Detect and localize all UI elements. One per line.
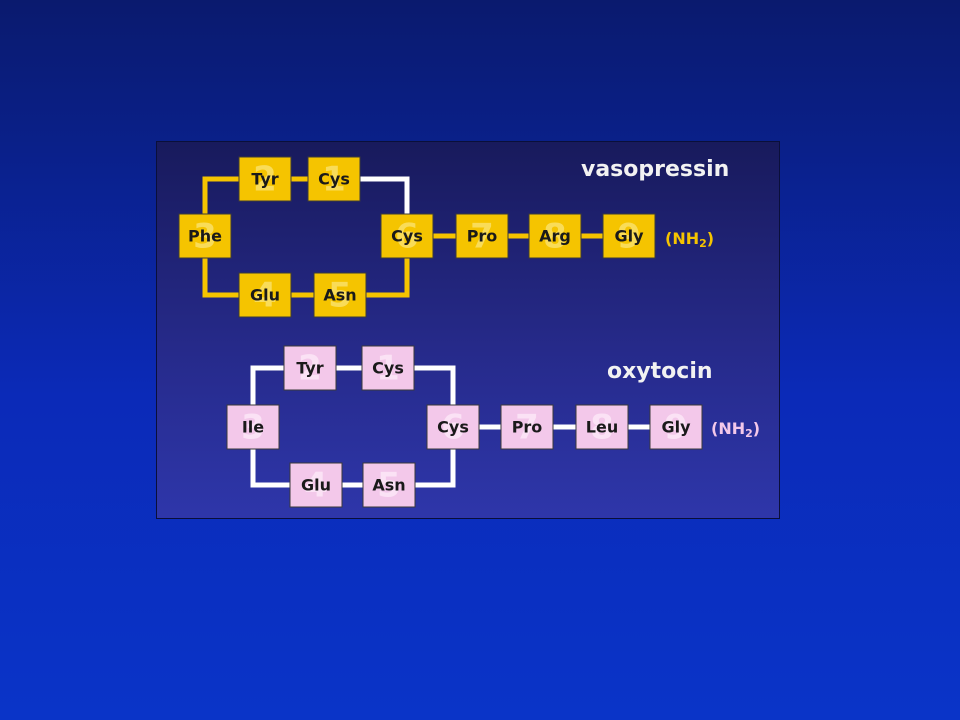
residue-number: 6 [441, 408, 465, 448]
residue-box [178, 213, 232, 259]
residue-box [226, 404, 280, 450]
residue-number: 3 [241, 408, 265, 448]
residue-number: 1 [322, 160, 346, 200]
residue-label: Tyr [296, 359, 323, 378]
residue-number: 2 [298, 349, 322, 389]
residue-label: Glu [250, 286, 280, 305]
residue-box [455, 213, 509, 259]
residue-box [313, 272, 367, 318]
residue-label: Phe [188, 227, 222, 246]
residue-number: 2 [253, 160, 277, 200]
residue-box [380, 213, 434, 259]
residue-number: 8 [543, 217, 567, 257]
residue-label: Glu [301, 476, 331, 495]
residue-label: Gly [614, 227, 644, 246]
residue-number: 7 [515, 408, 539, 448]
residue-label: Tyr [251, 170, 278, 189]
residue-box [528, 213, 582, 259]
terminal-close: ) [707, 229, 714, 248]
residue-label: Ile [242, 418, 264, 437]
residue-number: 5 [328, 276, 352, 316]
residue-box [362, 462, 416, 508]
residue-box [500, 404, 554, 450]
residue-label: Arg [539, 227, 571, 246]
residue-box [602, 213, 656, 259]
residue-number: 9 [617, 217, 641, 257]
residue-box [283, 345, 337, 391]
residue-number: 1 [376, 349, 400, 389]
terminal-label: (NH [665, 229, 699, 248]
terminal-subscript: 2 [699, 237, 707, 250]
residue-box [238, 272, 292, 318]
terminal-amide-label: (NH2) [665, 229, 714, 251]
residue-label: Cys [372, 359, 404, 378]
residue-number: 3 [193, 217, 217, 257]
residue-number: 4 [304, 466, 328, 506]
residue-label: Cys [437, 418, 469, 437]
residue-box [238, 156, 292, 202]
residue-box [289, 462, 343, 508]
residue-number: 7 [470, 217, 494, 257]
residue-label: Cys [391, 227, 423, 246]
residue-box [426, 404, 480, 450]
residue-label: Cys [318, 170, 350, 189]
residue-number: 4 [253, 276, 277, 316]
residue-label: Asn [323, 286, 356, 305]
terminal-subscript: 2 [745, 427, 753, 440]
residue-box [307, 156, 361, 202]
residue-label: Pro [512, 418, 543, 437]
residue-label: Pro [467, 227, 498, 246]
terminal-label: (NH [711, 419, 745, 438]
terminal-amide-label: (NH2) [711, 419, 760, 441]
residue-number: 9 [664, 408, 688, 448]
terminal-close: ) [753, 419, 760, 438]
residue-box [649, 404, 703, 450]
molecule-title: oxytocin [607, 359, 713, 384]
residue-number: 8 [590, 408, 614, 448]
residue-label: Gly [661, 418, 691, 437]
residue-label: Asn [372, 476, 405, 495]
residue-number: 6 [395, 217, 419, 257]
residue-box [361, 345, 415, 391]
residue-label: Leu [586, 418, 618, 437]
residue-number: 5 [377, 466, 401, 506]
residue-box [575, 404, 629, 450]
molecule-title: vasopressin [581, 157, 729, 182]
